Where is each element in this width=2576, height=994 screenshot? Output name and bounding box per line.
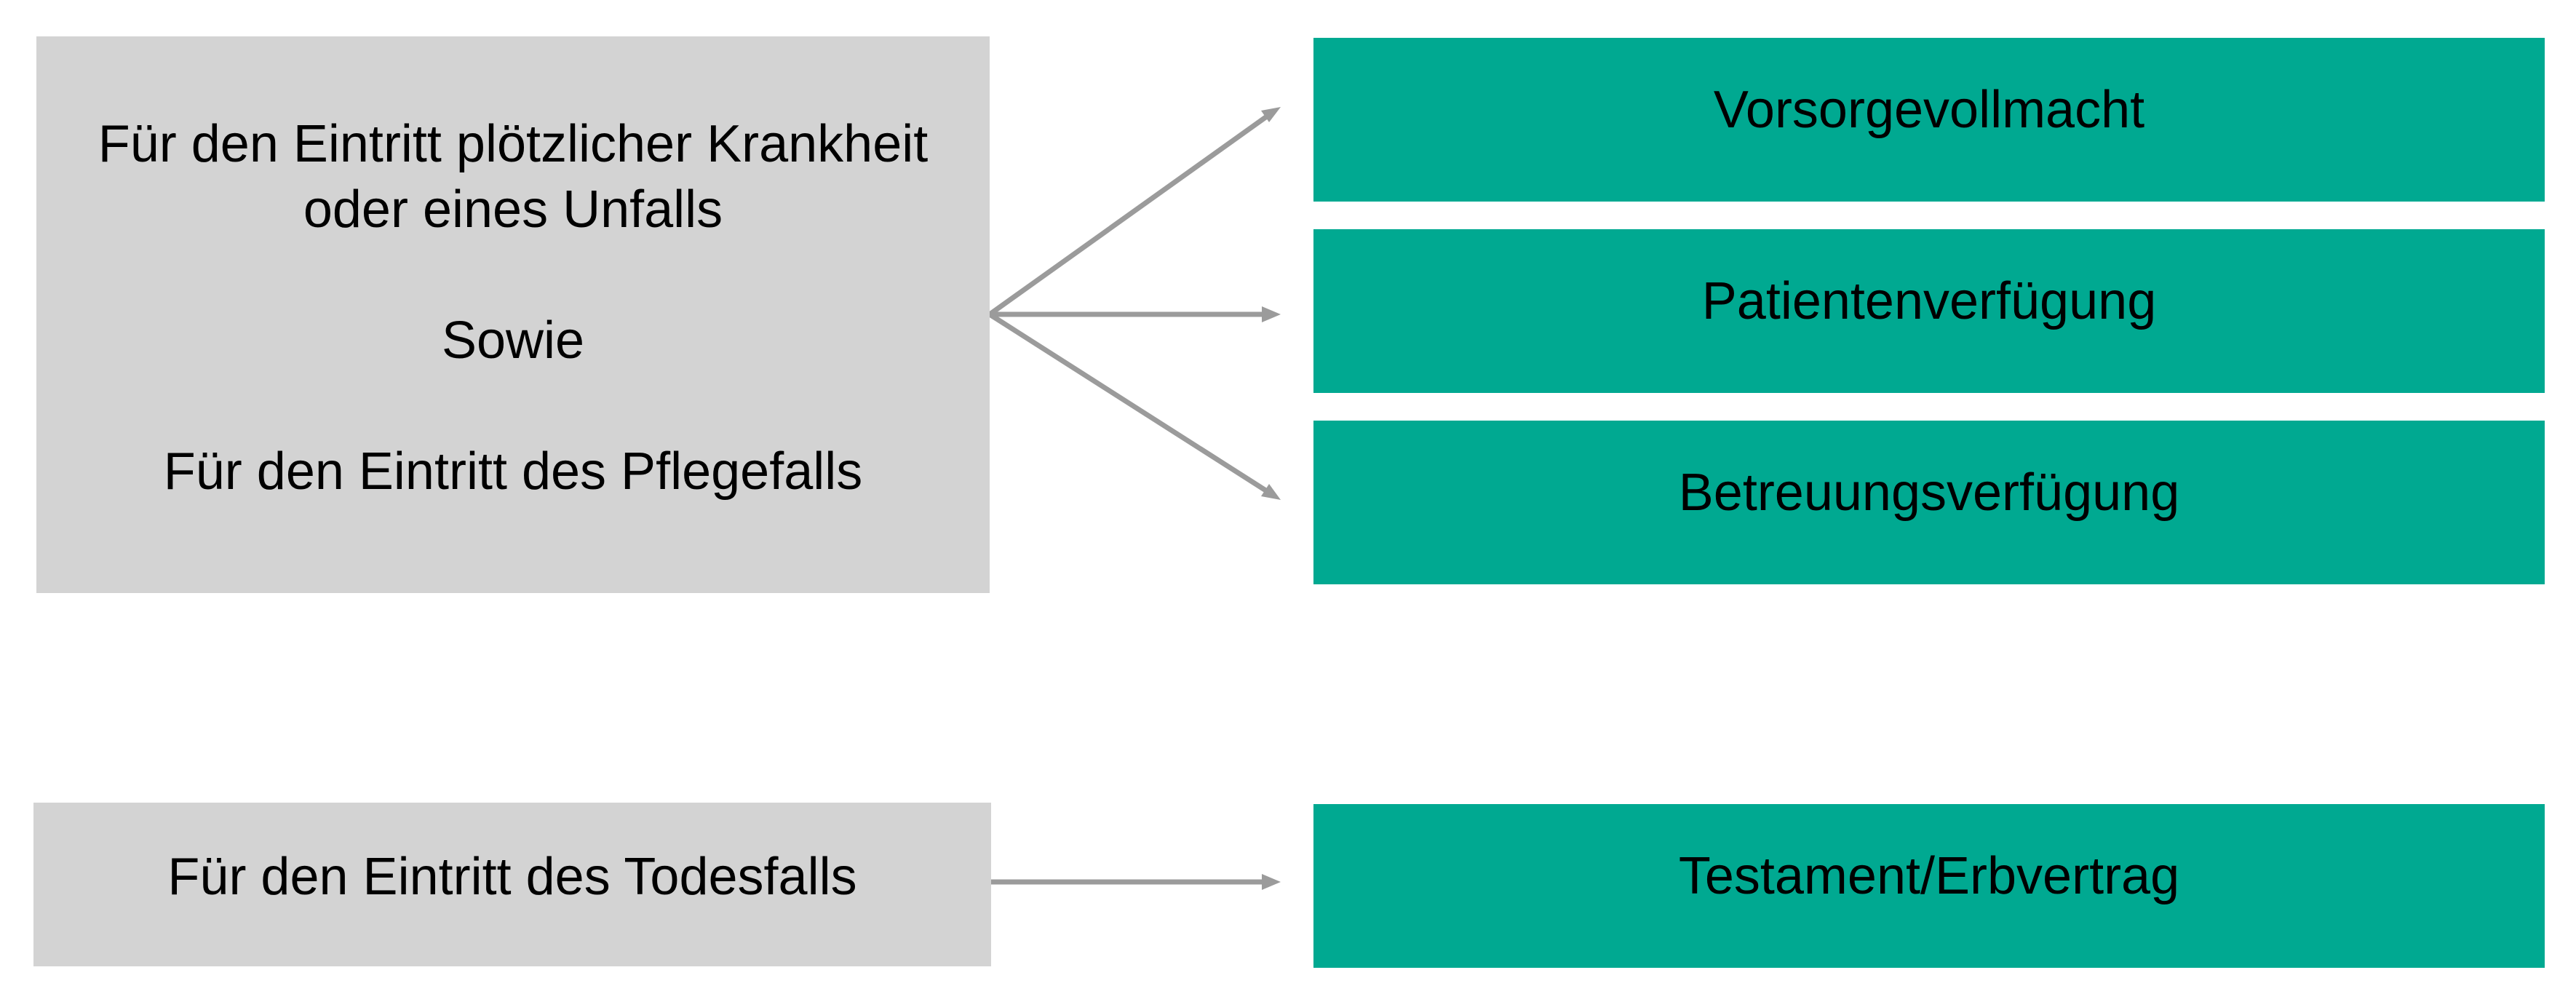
condition-box-illness-care: Für den Eintritt plötzlicher Krankheit o…: [36, 36, 990, 593]
document-box-testament: Testament/Erbvertrag: [1313, 804, 2545, 968]
condition-text-line: Für den Eintritt plötzlicher Krankheit: [98, 114, 929, 173]
document-box-patientenverfuegung: Patientenverfügung: [1313, 229, 2545, 393]
arrowhead-testament: [1262, 874, 1281, 890]
arrowhead-vorsorgevollmacht: [1261, 107, 1281, 122]
condition-text-line: Sowie: [441, 311, 585, 370]
arrowhead-patientenverfuegung: [1262, 306, 1281, 322]
document-label: Testament/Erbvertrag: [1678, 846, 2180, 905]
document-box-vorsorgevollmacht: Vorsorgevollmacht: [1313, 38, 2545, 202]
document-label: Vorsorgevollmacht: [1713, 80, 2145, 139]
arrow-to-vorsorgevollmacht: [987, 108, 1277, 317]
document-box-betreuungsverfuegung: Betreuungsverfügung: [1313, 421, 2545, 584]
condition-text-line: Für den Eintritt des Todesfalls: [167, 847, 857, 906]
document-label: Patientenverfügung: [1701, 271, 2157, 330]
condition-box-death: Für den Eintritt des Todesfalls: [33, 803, 991, 966]
arrow-to-betreuungsverfuegung: [988, 312, 1276, 498]
condition-text-line: oder eines Unfalls: [303, 180, 723, 239]
document-label: Betreuungsverfügung: [1678, 463, 2180, 522]
arrowhead-betreuungsverfuegung: [1261, 484, 1281, 500]
condition-text-line: Für den Eintritt des Pflegefalls: [163, 442, 863, 501]
